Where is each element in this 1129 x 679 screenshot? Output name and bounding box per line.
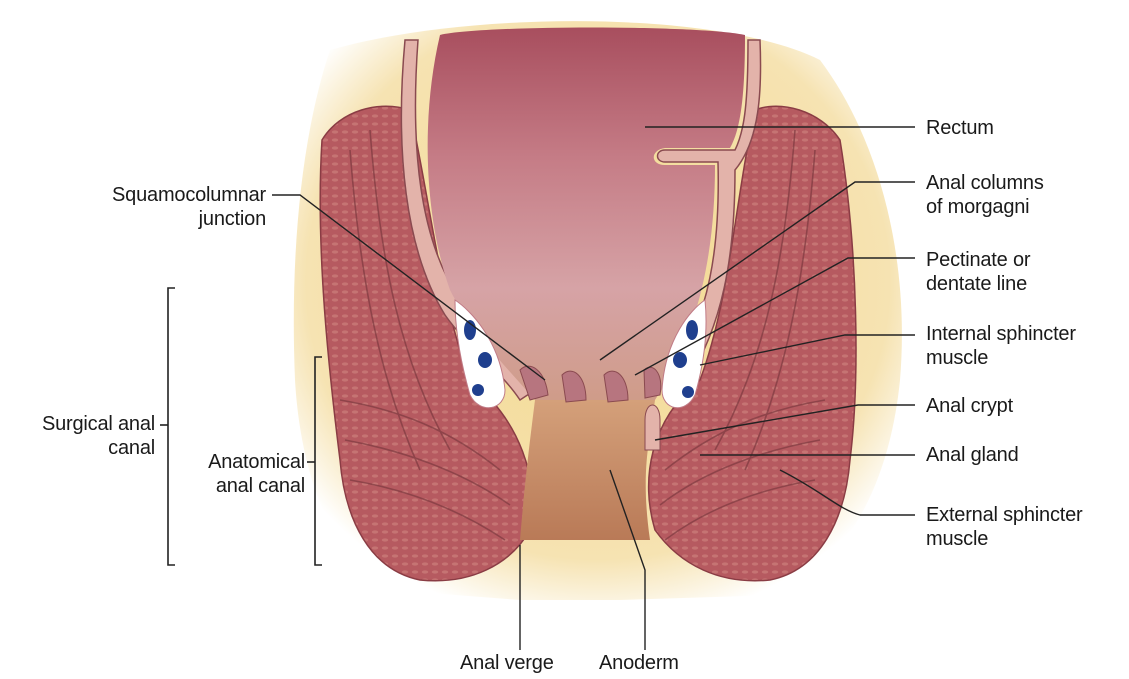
- label-internal-sphincter-line1: Internal sphincter: [926, 322, 1076, 346]
- label-surgical-line1: Surgical anal: [0, 412, 155, 436]
- label-anatomical-line2: anal canal: [180, 474, 305, 498]
- label-squamocolumnar-line2: junction: [70, 207, 266, 231]
- label-anal-gland: Anal gland: [926, 443, 1019, 467]
- label-external-sphincter-line1: External sphincter: [926, 503, 1082, 527]
- label-squamocolumnar-line1: Squamocolumnar: [70, 183, 266, 207]
- label-pectinate-line: Pectinate or dentate line: [926, 248, 1030, 296]
- label-anal-columns: Anal columns of morgagni: [926, 171, 1044, 219]
- label-pectinate-line1: Pectinate or: [926, 248, 1030, 272]
- label-rectum: Rectum: [926, 116, 994, 140]
- label-anatomical-anal-canal: Anatomical anal canal: [180, 450, 305, 498]
- label-surgical-line2: canal: [0, 436, 155, 460]
- label-anal-crypt: Anal crypt: [926, 394, 1013, 418]
- label-surgical-anal-canal: Surgical anal canal: [0, 412, 155, 460]
- anoderm-surface: [520, 400, 655, 540]
- label-squamocolumnar-junction: Squamocolumnar junction: [70, 183, 266, 231]
- label-anal-columns-line1: Anal columns: [926, 171, 1044, 195]
- label-anoderm: Anoderm: [599, 651, 679, 675]
- label-internal-sphincter: Internal sphincter muscle: [926, 322, 1076, 370]
- label-external-sphincter-line2: muscle: [926, 527, 1082, 551]
- label-pectinate-line2: dentate line: [926, 272, 1030, 296]
- label-internal-sphincter-line2: muscle: [926, 346, 1076, 370]
- label-anatomical-line1: Anatomical: [180, 450, 305, 474]
- label-anal-verge: Anal verge: [460, 651, 554, 675]
- label-anal-columns-line2: of morgagni: [926, 195, 1044, 219]
- label-external-sphincter: External sphincter muscle: [926, 503, 1082, 551]
